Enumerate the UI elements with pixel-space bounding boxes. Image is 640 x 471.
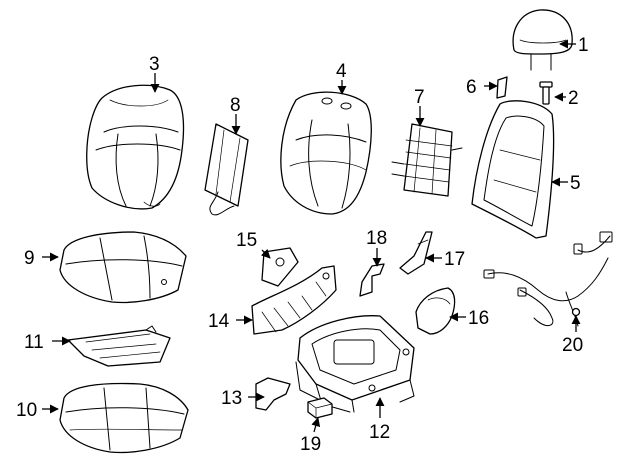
part-seatback-frame bbox=[471, 100, 555, 239]
part-seatback-cover bbox=[86, 84, 185, 210]
callout-5: 5 bbox=[570, 173, 581, 194]
part-lever bbox=[255, 377, 291, 411]
callout-11: 11 bbox=[24, 332, 44, 353]
callout-2: 2 bbox=[568, 88, 579, 109]
part-bracket bbox=[399, 231, 433, 275]
part-bracket-clip bbox=[359, 263, 385, 297]
callout-17: 17 bbox=[444, 249, 465, 270]
callout-14: 14 bbox=[208, 311, 230, 332]
callout-1: 1 bbox=[578, 35, 589, 56]
callout-13: 13 bbox=[221, 388, 242, 409]
callout-12: 12 bbox=[369, 422, 390, 443]
part-back-panel bbox=[204, 123, 249, 216]
leader-lines bbox=[42, 39, 581, 433]
part-heater-pad bbox=[67, 325, 171, 367]
part-headrest bbox=[512, 9, 573, 71]
callouts: 1 2 3 4 5 6 7 8 9 10 11 12 13 14 15 16 1… bbox=[16, 35, 589, 455]
callout-15: 15 bbox=[236, 230, 257, 251]
callout-4: 4 bbox=[336, 61, 347, 82]
callout-10: 10 bbox=[16, 400, 37, 421]
part-wiring-harness bbox=[483, 231, 613, 327]
part-recliner-cover bbox=[261, 247, 299, 287]
callout-3: 3 bbox=[149, 54, 160, 75]
callout-20: 20 bbox=[562, 335, 583, 356]
part-seatback-pad bbox=[280, 91, 372, 215]
callout-19: 19 bbox=[300, 434, 321, 455]
part-side-shield bbox=[251, 265, 337, 335]
callout-7: 7 bbox=[414, 87, 425, 108]
part-inner-shield bbox=[415, 287, 456, 335]
callout-18: 18 bbox=[366, 228, 387, 249]
callout-8: 8 bbox=[230, 95, 241, 116]
callout-16: 16 bbox=[468, 308, 489, 329]
part-seat-track bbox=[295, 315, 415, 413]
part-clip bbox=[496, 76, 508, 99]
part-lumbar-support bbox=[391, 123, 463, 197]
part-guide-pin bbox=[539, 81, 553, 105]
part-cushion-pad bbox=[59, 382, 189, 454]
callout-6: 6 bbox=[466, 77, 477, 98]
part-cushion-cover bbox=[59, 231, 187, 304]
callout-9: 9 bbox=[24, 248, 35, 269]
part-switch bbox=[307, 397, 333, 419]
